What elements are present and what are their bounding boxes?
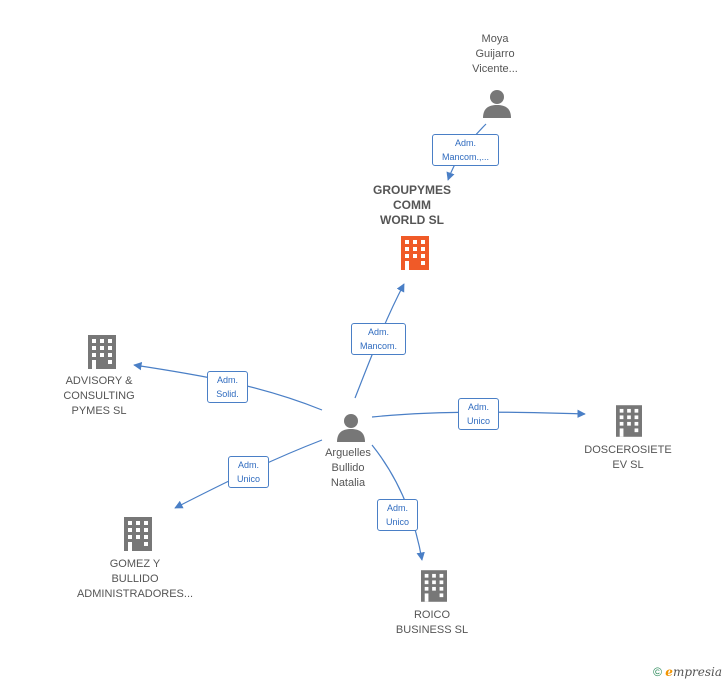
building-icon-gomez <box>124 517 152 551</box>
brand-name: mpresia <box>672 665 722 679</box>
node-label-roico[interactable]: ROICO BUSINESS SL <box>382 608 482 638</box>
node-label-line: Arguelles <box>325 447 371 459</box>
node-label-groupymes[interactable]: GROUPYMES COMM WORLD SL <box>352 183 472 228</box>
edge-label-line: Adm. <box>454 138 476 148</box>
edge-label-line: Unico <box>236 474 260 484</box>
brand-e: e <box>665 665 673 679</box>
node-label-line: Bullido <box>331 462 365 474</box>
node-label-line: ADMINISTRADORES... <box>76 588 194 600</box>
edge-label-arguelles-gomez: Adm. Unico <box>228 456 269 488</box>
empresia-logo[interactable]: © empresia <box>653 665 722 679</box>
node-label-line: BUSINESS SL <box>395 624 469 636</box>
node-label-line: Moya <box>481 33 509 45</box>
node-label-line: COMM <box>393 198 431 212</box>
node-label-dosce[interactable]: DOSCEROSIETE EV SL <box>572 443 684 473</box>
edge-label-line: Solid. <box>216 389 239 399</box>
node-label-line: ROICO <box>413 609 451 621</box>
edge-label-line: Adm. <box>237 460 259 470</box>
node-label-arguelles[interactable]: Arguelles Bullido Natalia <box>308 446 388 491</box>
building-icon-advisory <box>88 335 116 369</box>
edge-label-line: Adm. <box>467 402 489 412</box>
edge-label-line: Unico <box>466 416 490 426</box>
node-label-advisory[interactable]: ADVISORY & CONSULTING PYMES SL <box>49 374 149 419</box>
edge-label-line: Mancom. <box>359 341 397 351</box>
edge-label-moya-groupymes: Adm. Mancom.,... <box>432 134 499 166</box>
node-label-line: PYMES SL <box>71 405 127 417</box>
edge-label-arguelles-roico: Adm. Unico <box>377 499 418 531</box>
building-icon-groupymes <box>401 236 429 270</box>
node-label-line: Natalia <box>330 477 366 489</box>
person-icon-moya <box>483 90 511 118</box>
edge-label-line: Adm. <box>216 375 238 385</box>
node-label-line: Guijarro <box>475 48 515 60</box>
person-icon-arguelles <box>337 414 365 442</box>
edge-label-line: Adm. <box>386 503 408 513</box>
building-icon-dosce <box>616 405 642 437</box>
edge-label-arguelles-dosce: Adm. Unico <box>458 398 499 430</box>
node-label-line: BULLIDO <box>111 573 159 585</box>
edge-label-line: Mancom.,... <box>441 152 489 162</box>
node-label-line: WORLD SL <box>380 213 444 227</box>
edge-label-arguelles-advisory: Adm. Solid. <box>207 371 248 403</box>
node-label-line: CONSULTING <box>63 390 135 402</box>
edge-label-line: Adm. <box>367 327 389 337</box>
node-label-line: Vicente... <box>472 63 518 75</box>
node-label-line: EV SL <box>612 459 644 471</box>
node-label-gomez[interactable]: GOMEZ Y BULLIDO ADMINISTRADORES... <box>70 557 200 602</box>
edge-label-arguelles-groupymes: Adm. Mancom. <box>351 323 406 355</box>
node-label-line: DOSCEROSIETE <box>584 444 672 456</box>
node-label-moya[interactable]: Moya Guijarro Vicente... <box>455 32 535 77</box>
building-icon-roico <box>421 570 447 602</box>
node-label-line: ADVISORY & <box>65 375 133 387</box>
edge-label-line: Unico <box>385 517 409 527</box>
copyright-icon: © <box>653 665 662 679</box>
node-label-line: GOMEZ Y <box>109 558 161 570</box>
node-label-line: GROUPYMES <box>372 183 451 197</box>
